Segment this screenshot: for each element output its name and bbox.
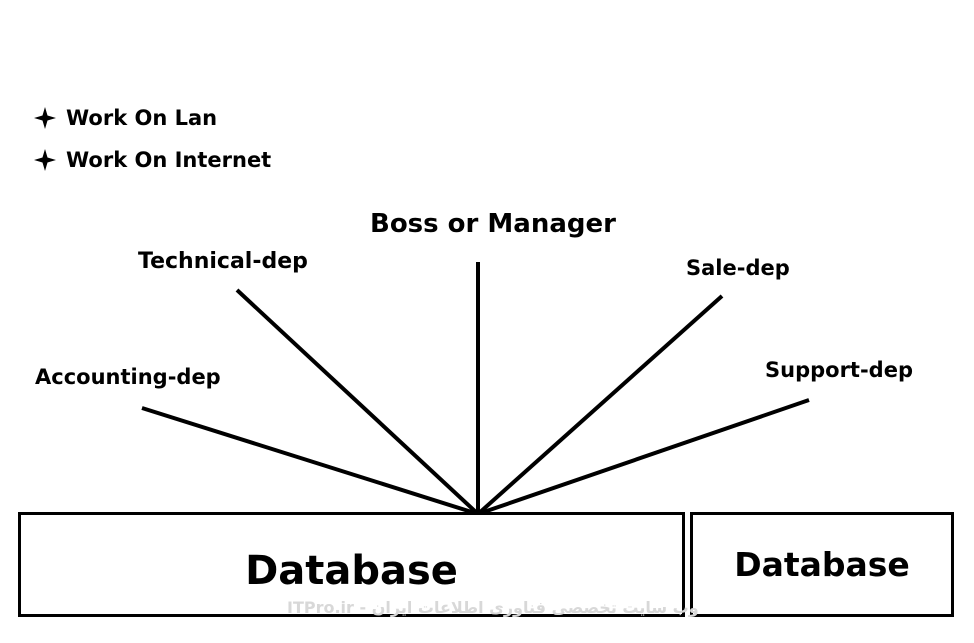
bullet-text-work-on-internet: Work On Internet xyxy=(66,148,272,172)
four-point-star-icon xyxy=(34,149,56,171)
node-technical: Technical-dep xyxy=(138,249,308,274)
database-primary-box: Database xyxy=(18,512,685,617)
line-technical xyxy=(235,288,480,516)
bullet-work-on-internet: Work On Internet xyxy=(34,148,271,172)
database-secondary-label: Database xyxy=(734,545,910,584)
line-sale xyxy=(476,294,724,516)
watermark-text: وب سایت تخصصی فناوری اطلاعات ایران - ITP… xyxy=(287,598,699,617)
four-point-star-icon xyxy=(34,107,56,129)
node-accounting: Accounting-dep xyxy=(35,365,221,389)
bullet-text-work-on-lan: Work On Lan xyxy=(66,106,218,130)
node-boss: Boss or Manager xyxy=(370,209,616,239)
database-primary-label: Database xyxy=(245,547,458,594)
database-secondary-box: Database xyxy=(690,512,954,617)
node-sale: Sale-dep xyxy=(686,256,790,280)
line-accounting xyxy=(141,406,479,516)
bullet-work-on-lan: Work On Lan xyxy=(34,106,217,130)
line-support xyxy=(477,398,810,516)
node-support: Support-dep xyxy=(765,358,913,382)
